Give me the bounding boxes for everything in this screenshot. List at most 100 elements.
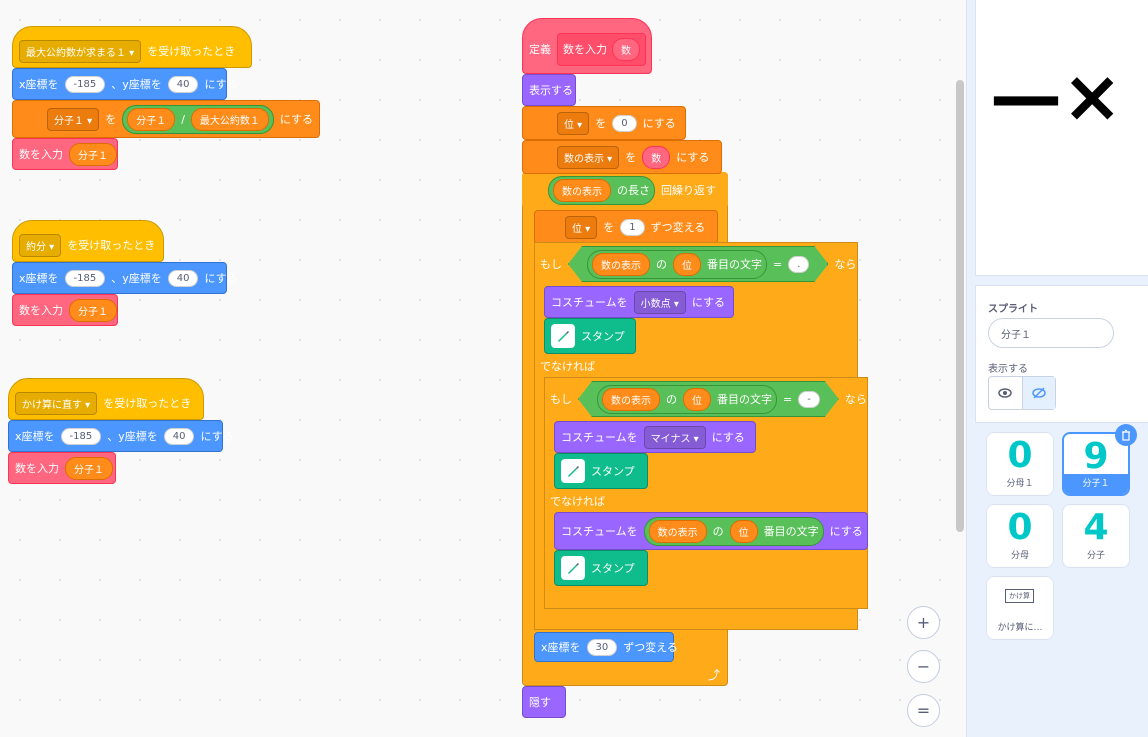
letter-of-operator[interactable]: 数の表示 の 位 番目の文字	[597, 385, 777, 414]
set-end-label: にする	[279, 113, 314, 126]
stage[interactable]: —×	[975, 0, 1148, 276]
gcd-reporter[interactable]: 最大公約数１	[190, 107, 269, 131]
if-header[interactable]: もし 数の表示 の 位 番目の文字 = - なら	[544, 379, 873, 419]
sprite-thumb[interactable]: 0 分母	[986, 504, 1054, 568]
delete-sprite-button[interactable]	[1115, 424, 1137, 446]
message-dropdown[interactable]: かけ算に直す ▾	[15, 391, 98, 415]
set-value-input[interactable]: 0	[612, 114, 637, 132]
if-header[interactable]: もし 数の表示 の 位 番目の文字 = . なら	[534, 244, 862, 284]
costume-end-label: にする	[691, 296, 725, 309]
sprite-thumb[interactable]: かけ算 かけ算に…	[986, 576, 1054, 640]
zoom-in-button[interactable]: +	[907, 606, 940, 639]
goto-y-input[interactable]: 40	[167, 269, 199, 287]
length-label: の長さ	[617, 184, 650, 197]
set-variable-block[interactable]: 分子１ ▾ を 分子１ / 最大公約数１ にする	[12, 100, 320, 138]
letter-of-operator[interactable]: 数の表示 の 位 番目の文字	[587, 250, 767, 279]
variable-dropdown[interactable]: 分子１ ▾	[47, 107, 100, 131]
change-variable-block[interactable]: 位 ▾ を 1 ずつ変える	[534, 210, 718, 244]
goto-xy-block[interactable]: x座標を -185 、y座標を 40 にする	[8, 420, 234, 452]
goto-end-label: にする	[200, 430, 234, 443]
sprite-name-input[interactable]: 分子１	[988, 318, 1114, 348]
index-reporter[interactable]: 位	[673, 253, 701, 276]
define-hat-block[interactable]: 定義 数を入力 数	[522, 18, 652, 74]
costume-dropdown[interactable]: マイナス ▾	[643, 425, 706, 449]
set-variable-block[interactable]: 数の表示 ▾ を 数 にする	[522, 140, 722, 174]
numerator-reporter[interactable]: 分子１	[127, 107, 176, 131]
costume-end-label: にする	[711, 431, 745, 444]
hide-block[interactable]: 隠す	[522, 686, 566, 718]
goto-x-input[interactable]: -185	[60, 427, 102, 445]
procedure-prototype[interactable]: 数を入力 数	[557, 32, 646, 66]
show-block[interactable]: 表示する	[522, 74, 576, 106]
equals-operator[interactable]: 数の表示 の 位 番目の文字 = -	[578, 381, 839, 417]
procedure-arg-reporter[interactable]: 数	[612, 37, 640, 61]
custom-call-block[interactable]: 数を入力 分子１	[12, 138, 118, 170]
goto-y-input[interactable]: 40	[167, 75, 199, 93]
call-arg-reporter[interactable]: 分子１	[69, 142, 117, 166]
change-value-input[interactable]: 1	[620, 218, 645, 236]
switch-costume-block[interactable]: コスチュームを マイナス ▾ にする	[554, 421, 756, 453]
custom-call-block[interactable]: 数を入力 分子１	[8, 452, 116, 484]
show-button[interactable]	[989, 377, 1023, 409]
goto-xy-block[interactable]: x座標を -185 、y座標を 40 にする	[12, 262, 238, 294]
hide-button[interactable]	[1022, 377, 1055, 409]
zoom-reset-button[interactable]: =	[907, 694, 940, 727]
equals-operator[interactable]: 数の表示 の 位 番目の文字 = .	[568, 246, 828, 282]
message-dropdown[interactable]: 約分 ▾	[19, 233, 62, 257]
costume-end-label: にする	[829, 525, 863, 538]
when-receive-hat-block[interactable]: かけ算に直す ▾ を受け取ったとき	[8, 378, 204, 420]
divide-symbol: /	[181, 112, 185, 126]
change-x-input[interactable]: 30	[586, 638, 618, 656]
index-reporter[interactable]: 位	[683, 388, 711, 411]
zoom-out-button[interactable]: −	[907, 650, 940, 683]
string-reporter[interactable]: 数の表示	[602, 388, 660, 411]
trash-icon	[1122, 429, 1130, 441]
switch-costume-block[interactable]: コスチュームを 数の表示 の 位 番目の文字 にする	[554, 512, 868, 550]
of-label: の	[666, 393, 677, 406]
custom-call-block[interactable]: 数を入力 分子１	[12, 294, 118, 326]
set-variable-block[interactable]: 位 ▾ を 0 にする	[522, 106, 686, 140]
compare-input[interactable]: -	[798, 391, 820, 408]
costume-dropdown[interactable]: 小数点 ▾	[633, 290, 686, 314]
stamp-block[interactable]: スタンプ	[544, 318, 636, 354]
show-toggle-group	[988, 376, 1056, 410]
divide-operator[interactable]: 分子１ / 最大公約数１	[122, 104, 274, 134]
when-receive-hat-block[interactable]: 約分 ▾ を受け取ったとき	[12, 220, 164, 262]
else-label-row: でなければ	[544, 491, 611, 511]
goto-x-input[interactable]: -185	[64, 269, 106, 287]
define-label: 定義	[529, 43, 551, 56]
variable-dropdown[interactable]: 位 ▾	[557, 111, 590, 135]
switch-costume-block[interactable]: コスチュームを 小数点 ▾ にする	[544, 286, 734, 318]
letter-of-operator[interactable]: 数の表示 の 位 番目の文字	[643, 516, 824, 546]
when-receive-hat-block[interactable]: 最大公約数が求まる１ ▾ を受け取ったとき	[12, 26, 252, 68]
variable-dropdown[interactable]: 数の表示 ▾	[557, 145, 620, 169]
variable-label: 数の表示	[564, 153, 604, 165]
sprite-thumb[interactable]: 0 分母１	[986, 432, 1054, 496]
else-label: でなければ	[550, 495, 605, 508]
arg-reporter[interactable]: 数	[642, 145, 671, 169]
goto-x-input[interactable]: -185	[64, 75, 106, 93]
code-workspace[interactable]: 最大公約数が求まる１ ▾ を受け取ったとき x座標を -185 、y座標を 40…	[0, 0, 966, 737]
call-arg-reporter[interactable]: 分子１	[69, 298, 117, 322]
sprite-thumb[interactable]: 4 分子	[1062, 504, 1130, 568]
repeat-header[interactable]: 数の表示 の長さ 回繰り返す	[548, 174, 716, 206]
compare-input[interactable]: .	[788, 256, 809, 273]
set-end-label: にする	[676, 151, 710, 164]
stamp-block[interactable]: スタンプ	[554, 550, 648, 586]
costume-value: 小数点	[640, 298, 671, 310]
string-reporter[interactable]: 数の表示	[592, 253, 650, 276]
workspace-scrollbar[interactable]	[956, 80, 964, 532]
goto-xy-block[interactable]: x座標を -185 、y座標を 40 にする	[12, 68, 238, 100]
goto-y-input[interactable]: 40	[163, 427, 195, 445]
repeat-var-reporter[interactable]: 数の表示	[553, 178, 611, 202]
change-x-block[interactable]: x座標を 30 ずつ変える	[534, 632, 678, 662]
string-reporter[interactable]: 数の表示	[648, 519, 707, 543]
goto-y-label: 、y座標を	[111, 78, 162, 91]
message-dropdown[interactable]: 最大公約数が求まる１ ▾	[19, 39, 142, 63]
goto-end-label: にする	[204, 78, 238, 91]
length-operator[interactable]: 数の表示 の長さ	[548, 175, 655, 205]
index-reporter[interactable]: 位	[729, 519, 758, 543]
stamp-block[interactable]: スタンプ	[554, 453, 648, 489]
variable-dropdown[interactable]: 位 ▾	[565, 215, 598, 239]
call-arg-reporter[interactable]: 分子１	[65, 456, 113, 480]
